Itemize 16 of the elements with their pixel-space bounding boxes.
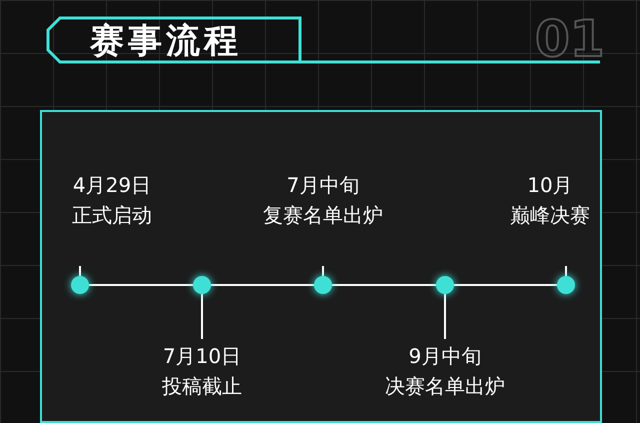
- event-label: 投稿截止: [162, 373, 242, 400]
- date-label: 9月中旬: [408, 343, 482, 370]
- event-label: 巅峰决赛: [510, 202, 590, 229]
- title: 赛事流程: [90, 20, 242, 63]
- date-label: 4月29日: [72, 172, 152, 199]
- date-label: 7月10日: [162, 343, 242, 370]
- event-label: 正式启动: [72, 202, 152, 229]
- timeline-line: [454, 284, 557, 286]
- date-label: 10月: [527, 172, 573, 199]
- event-label: 决赛名单出炉: [385, 373, 505, 400]
- timeline-line: [211, 284, 314, 286]
- section-number: 01: [535, 10, 605, 68]
- timeline-line: [332, 284, 436, 286]
- date-label: 7月中旬: [286, 172, 360, 199]
- event-label: 复赛名单出炉: [263, 202, 383, 229]
- timeline-line: [89, 284, 193, 286]
